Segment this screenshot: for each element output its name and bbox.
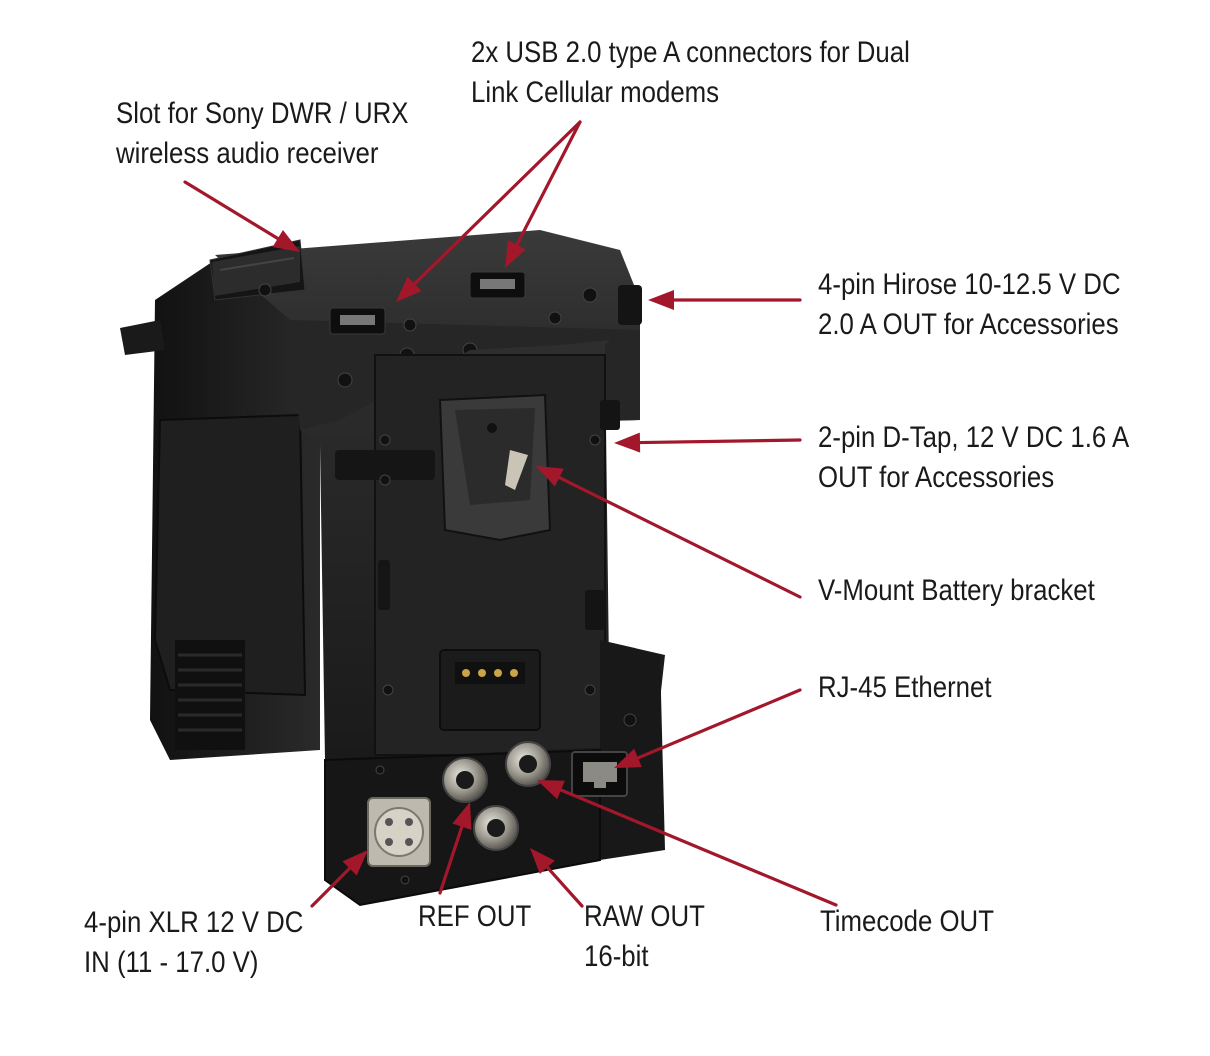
callout-raw-out-line-1: RAW OUT: [584, 900, 705, 933]
callout-dwr-slot-line-1: Slot for Sony DWR / URX: [116, 97, 409, 130]
ref-out-bnc: [442, 757, 488, 803]
callout-dtap-line-1: 2-pin D-Tap, 12 V DC 1.6 A: [818, 421, 1130, 454]
callout-hirose-line-1: 4-pin Hirose 10-12.5 V DC: [818, 268, 1121, 301]
callout-dtap: 2-pin D-Tap, 12 V DC 1.6 A OUT for Acces…: [818, 418, 1129, 498]
hirose-connector: [618, 285, 642, 325]
callout-usb: 2x USB 2.0 type A connectors for Dual Li…: [471, 33, 910, 113]
timecode-out-bnc: [505, 741, 551, 787]
v-mount-plate: [438, 393, 552, 542]
usb-port-left: [329, 307, 386, 335]
callout-dwr-slot-line-2: wireless audio receiver: [116, 137, 379, 170]
callout-ref-out-line-1: REF OUT: [418, 900, 532, 933]
device-front-plate: [300, 340, 620, 760]
callout-dwr-slot: Slot for Sony DWR / URX wireless audio r…: [116, 94, 408, 174]
callout-hirose: 4-pin Hirose 10-12.5 V DC 2.0 A OUT for …: [818, 265, 1121, 345]
usb-port-right: [469, 271, 526, 299]
side-vent-grille: [175, 640, 245, 750]
dtap-latch: [335, 400, 620, 480]
callout-hirose-line-2: 2.0 A OUT for Accessories: [818, 308, 1119, 341]
callout-vmount: V-Mount Battery bracket: [818, 571, 1095, 611]
callout-xlr-line-2: IN (11 - 17.0 V): [84, 946, 259, 979]
battery-contact-block: [439, 649, 541, 731]
callout-timecode-line-1: Timecode OUT: [820, 905, 994, 938]
callout-xlr: 4-pin XLR 12 V DC IN (11 - 17.0 V): [84, 903, 303, 983]
callout-vmount-line-1: V-Mount Battery bracket: [818, 574, 1095, 607]
callout-raw-out-line-2: 16-bit: [584, 940, 649, 973]
callout-xlr-line-1: 4-pin XLR 12 V DC: [84, 906, 304, 939]
callout-ref-out: REF OUT: [418, 897, 531, 937]
callout-usb-line-1: 2x USB 2.0 type A connectors for Dual: [471, 36, 910, 69]
callout-ethernet: RJ-45 Ethernet: [818, 668, 992, 708]
raw-out-bnc: [473, 805, 519, 851]
callout-ethernet-line-1: RJ-45 Ethernet: [818, 671, 992, 704]
callout-raw-out: RAW OUT 16-bit: [584, 897, 705, 977]
callout-dtap-line-2: OUT for Accessories: [818, 461, 1055, 494]
rj45-port: [571, 751, 628, 797]
callout-timecode: Timecode OUT: [820, 902, 994, 942]
device-left-side: [120, 250, 320, 760]
dwr-slot-cover: [212, 246, 300, 296]
xlr-connector: [367, 797, 431, 867]
callout-usb-line-2: Link Cellular modems: [471, 76, 720, 109]
